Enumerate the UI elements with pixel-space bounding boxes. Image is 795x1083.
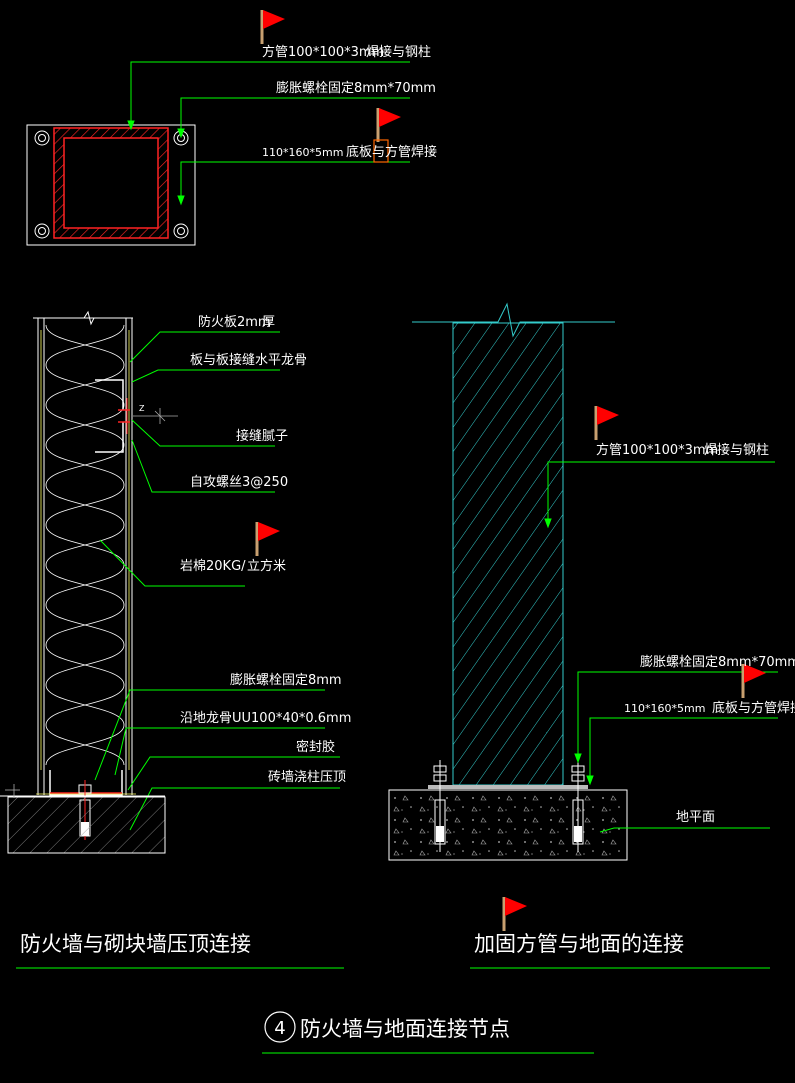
anchor-bolt — [433, 760, 447, 852]
flag-icon — [376, 106, 403, 144]
wall-fireboard-note: 厚 — [262, 315, 275, 330]
base-plate-outline — [26, 124, 196, 246]
wall-break-mark — [70, 310, 110, 326]
plan-tube-spec: 方管100*100*3mm — [262, 44, 384, 60]
column-detail-title: 加固方管与地面的连接 — [474, 932, 684, 956]
flag-icon — [502, 895, 529, 933]
plan-bolt-spec: 膨胀螺栓固定8mm*70mm — [276, 81, 436, 96]
column-tube-spec: 方管100*100*3mm — [596, 442, 718, 458]
wall-detail-title: 防火墙与砌块墙压顶连接 — [20, 932, 251, 956]
column-bolt-spec: 膨胀螺栓固定8mm*70mm — [640, 655, 795, 670]
column-base-plate — [428, 785, 588, 789]
column-break-line — [412, 302, 615, 338]
column-leaders — [544, 461, 778, 833]
flag-icon — [255, 520, 282, 558]
column-detail: 方管100*100*3mm 焊接与钢柱 膨胀螺栓固定8mm*70mm 110*1… — [388, 302, 795, 969]
rock-wool-insulation — [45, 324, 125, 766]
main-title-text: 防火墙与地面连接节点 — [300, 1017, 510, 1041]
wall-rockwool-label: 岩棉20KG/ — [180, 559, 246, 574]
plan-detail: 方管100*100*3mm 焊接与钢柱 膨胀螺栓固定8mm*70mm 110*1… — [26, 8, 437, 246]
plan-plate-spec: 110*160*5mm — [262, 146, 343, 159]
joint-dimension — [133, 408, 178, 424]
wall-sealant-label: 接缝腻子 — [236, 428, 288, 444]
plan-leaders — [127, 61, 410, 206]
flag-icon — [594, 404, 621, 442]
wall-anchor-label: 膨胀螺栓固定8mm — [230, 673, 342, 688]
floor-track — [36, 770, 136, 796]
flag-icon — [260, 8, 287, 46]
horizontal-keel — [95, 379, 130, 453]
plan-bolt-holes — [34, 130, 189, 239]
main-title-block: 4 防火墙与地面连接节点 — [262, 1011, 594, 1054]
wall-section-detail: Z 防火板2mm 厚 板与板接缝水平龙骨 接缝腻子 自攻螺丝3@250 岩棉20… — [0, 310, 351, 969]
plan-tube-note: 焊接与钢柱 — [366, 44, 431, 60]
column-ground-label: 地平面 — [676, 810, 715, 825]
column-plate-note: 底板与方管焊接 — [712, 700, 795, 716]
column-tube-note: 焊接与钢柱 — [704, 442, 769, 458]
wall-sealing-label: 密封胶 — [296, 739, 335, 755]
wall-track-label: 沿地龙骨UU100*40*0.6mm — [180, 711, 351, 726]
gap-mark: Z — [139, 404, 145, 413]
wall-rockwool-unit: 立方米 — [247, 558, 286, 574]
foundation-slab — [388, 789, 628, 861]
plan-plate-note: 底板与方管焊接 — [346, 144, 437, 160]
anchor-bolt — [571, 760, 585, 852]
column-plate-spec: 110*160*5mm — [624, 702, 705, 715]
detail-number-circle — [264, 1011, 296, 1043]
detail-number: 4 — [274, 1018, 285, 1039]
wall-beam-label: 砖墙浇柱压顶 — [268, 770, 346, 785]
edge-mark — [5, 784, 20, 798]
wall-screw-label: 自攻螺丝3@250 — [190, 475, 288, 490]
wall-keel-label: 板与板接缝水平龙骨 — [190, 352, 307, 368]
wall-fireboard-label: 防火板2mm — [198, 314, 271, 330]
steel-column-section — [452, 322, 564, 786]
base-beam — [7, 796, 166, 854]
plate-marker — [373, 139, 389, 163]
steel-tube-hollow — [63, 137, 159, 229]
wall-leaders — [94, 331, 340, 831]
